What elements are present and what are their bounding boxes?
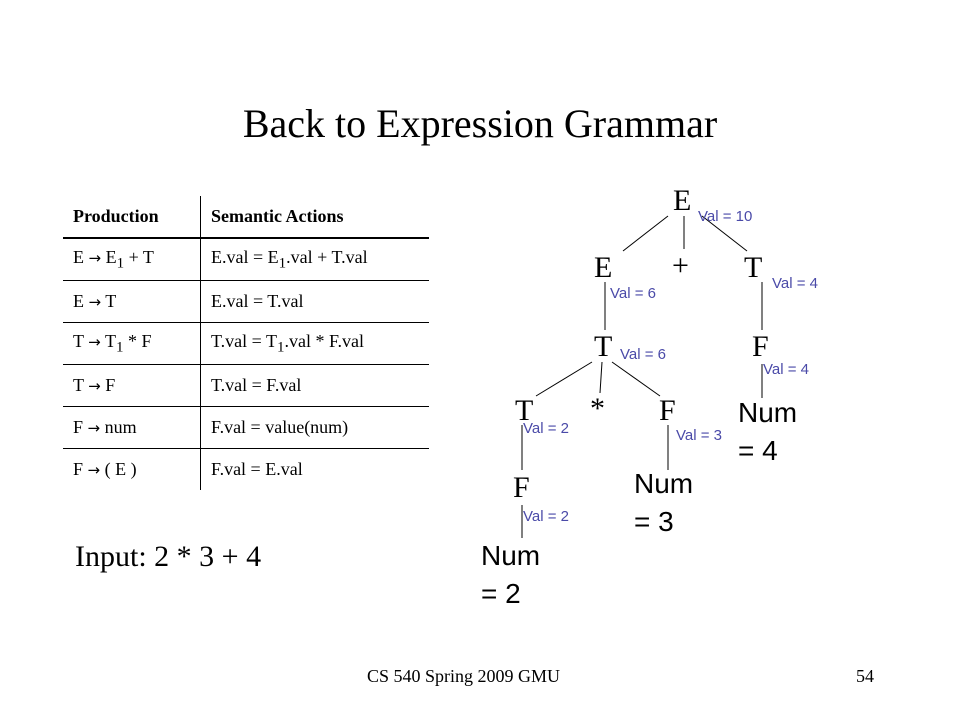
slide-title: Back to Expression Grammar [242, 101, 718, 146]
production-rhs: ( E ) [104, 459, 137, 479]
semantic-action-cell: E.val = E1.val + T.val [200, 238, 429, 281]
production-lhs: F [73, 459, 84, 479]
semantic-action: T.val = T [211, 330, 277, 351]
val-root: Val = 10 [698, 208, 753, 225]
semantic-action-cell: E.val = T.val [200, 280, 429, 323]
semantic-action-cell: F.val = E.val [201, 449, 430, 491]
derives-arrow-icon: → [87, 419, 101, 437]
production-cell: E → E1 + T [63, 238, 201, 281]
input-expression: Input: 2 * 3 + 4 [75, 540, 262, 573]
val-E-left: Val = 6 [610, 285, 657, 302]
val-T-right: Val = 4 [772, 275, 819, 292]
node-plus: + [672, 249, 689, 282]
num-3-label: Num [634, 468, 694, 499]
semantic-action-cell: T.val = F.val [200, 364, 429, 407]
derives-arrow-icon: → [88, 377, 101, 395]
edge-root-to-E [622, 215, 669, 252]
production-rhs: E [105, 246, 117, 267]
production-lhs: T [73, 375, 84, 395]
derives-arrow-icon: → [88, 248, 102, 267]
node-T-low: T [515, 394, 534, 427]
val-F-low: Val = 2 [523, 508, 570, 525]
semantic-action: F.val = E.val [211, 459, 303, 479]
production-rhs: num [104, 417, 137, 437]
derives-arrow-icon: → [87, 461, 101, 479]
production-lhs: T [73, 330, 84, 351]
production-cell: T → T1 * F [63, 322, 201, 365]
production-rhs-subscript: 1 [115, 339, 124, 356]
semantic-action: F.val = value(num) [211, 417, 349, 437]
semantic-action-cell: T.val = T1.val * F.val [200, 322, 429, 365]
production-lhs: E [73, 291, 84, 311]
production-cell: E → T [63, 280, 201, 323]
footer-page-number: 54 [856, 666, 874, 686]
val-F-mid: Val = 3 [676, 427, 723, 444]
semantic-action-rest: .val + T.val [286, 246, 368, 267]
production-rhs: T [104, 330, 116, 351]
node-E-root: E [673, 184, 692, 217]
num-4-value: = 4 [738, 434, 778, 466]
semantic-action-subscript: 1 [278, 255, 287, 272]
node-star: * [590, 392, 605, 425]
node-F-low: F [513, 471, 530, 504]
table-row: F → ( E ) F.val = E.val [63, 448, 430, 491]
num-2-value: = 2 [481, 577, 521, 609]
edge-root-to-T [701, 215, 748, 252]
footer-course: CS 540 Spring 2009 GMU [367, 666, 561, 686]
semantic-action: T.val = F.val [211, 375, 302, 395]
table-header-row: Production Semantic Actions [63, 196, 429, 239]
production-rhs-rest: * F [123, 330, 152, 351]
node-num-4: Num = 4 [738, 394, 797, 470]
semantic-action-cell: F.val = value(num) [200, 406, 429, 449]
production-cell: T → F [63, 364, 201, 407]
node-num-3: Num = 3 [634, 465, 693, 541]
derives-arrow-icon: → [88, 293, 102, 311]
production-rhs: F [105, 375, 116, 395]
num-2-label: Num [481, 540, 541, 571]
num-4-label: Num [738, 397, 798, 428]
node-num-2: Num = 2 [481, 537, 540, 613]
node-F-right: F [752, 330, 769, 363]
node-F-mid: F [659, 394, 676, 427]
production-rhs: T [105, 291, 117, 311]
num-3-value: = 3 [634, 505, 674, 537]
node-T-right: T [744, 251, 763, 284]
production-cell: F → ( E ) [63, 448, 201, 490]
production-rhs-rest: + T [124, 246, 154, 267]
edge-Tmid-to-Tlow [535, 361, 593, 397]
val-T-low: Val = 2 [523, 420, 570, 437]
val-T-mid: Val = 6 [620, 346, 667, 363]
semantic-action: E.val = T.val [211, 291, 304, 311]
semantic-action: E.val = E [211, 246, 279, 267]
table-row: T → F T.val = F.val [63, 364, 429, 407]
semantic-action-subscript: 1 [276, 339, 285, 356]
node-E-left: E [594, 251, 613, 284]
node-T-mid: T [594, 330, 613, 363]
table-row: E → T E.val = T.val [63, 280, 429, 323]
header-production: Production [63, 196, 201, 239]
edge-Tmid-to-star [599, 361, 603, 394]
production-lhs: E [73, 246, 84, 267]
table-row: F → num F.val = value(num) [63, 406, 429, 449]
header-semantic-actions: Semantic Actions [200, 196, 429, 239]
edge-Tmid-to-Fmid [611, 361, 661, 397]
production-cell: F → num [63, 406, 201, 449]
derives-arrow-icon: → [88, 332, 101, 351]
production-lhs: F [73, 417, 84, 437]
semantic-action-rest: .val * F.val [284, 330, 365, 351]
production-rhs-subscript: 1 [116, 255, 125, 272]
val-F-right: Val = 4 [763, 361, 810, 378]
